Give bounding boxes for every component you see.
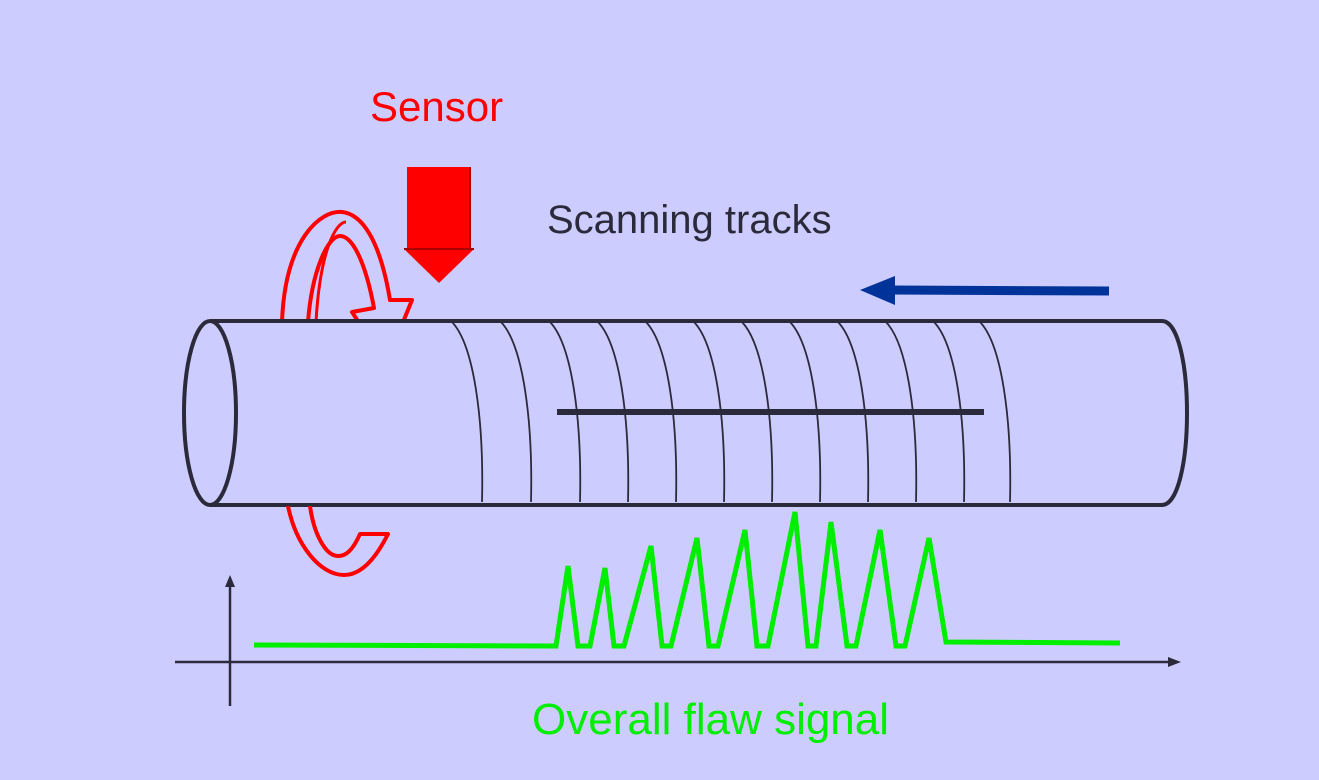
sensor-label: Sensor <box>370 83 504 130</box>
scanning-track-arc <box>837 321 870 503</box>
scanning-tracks <box>451 321 1012 503</box>
scanning-track-arc <box>500 321 533 503</box>
scanning-track-arc <box>979 321 1012 503</box>
sensor-probe-icon <box>404 167 474 283</box>
scanning-track-arc <box>549 321 582 503</box>
scanning-track-arc <box>741 321 774 503</box>
feed-direction-arrow-icon <box>860 276 1110 305</box>
scanning-track-arc <box>597 321 630 503</box>
rotation-arrow-inner-ring-icon <box>314 220 347 323</box>
scanning-track-arc <box>933 321 966 503</box>
signal-axes <box>175 575 1181 706</box>
scanning-track-arc <box>645 321 678 503</box>
scanning-track-arc <box>885 321 918 503</box>
scanning-tracks-label: Scanning tracks <box>547 198 832 242</box>
rotation-arrow-bottom-icon <box>286 505 390 577</box>
scanning-track-arc <box>693 321 726 503</box>
pipe-end-ellipse <box>182 319 238 507</box>
x-axis-arrowhead-icon <box>1168 657 1181 667</box>
y-axis-arrowhead-icon <box>225 575 235 587</box>
flaw-signal-trace <box>253 511 1121 649</box>
overall-flaw-signal-label: Overall flaw signal <box>532 695 890 744</box>
scanning-track-arc <box>451 321 484 503</box>
scanning-track-arc <box>789 321 822 503</box>
